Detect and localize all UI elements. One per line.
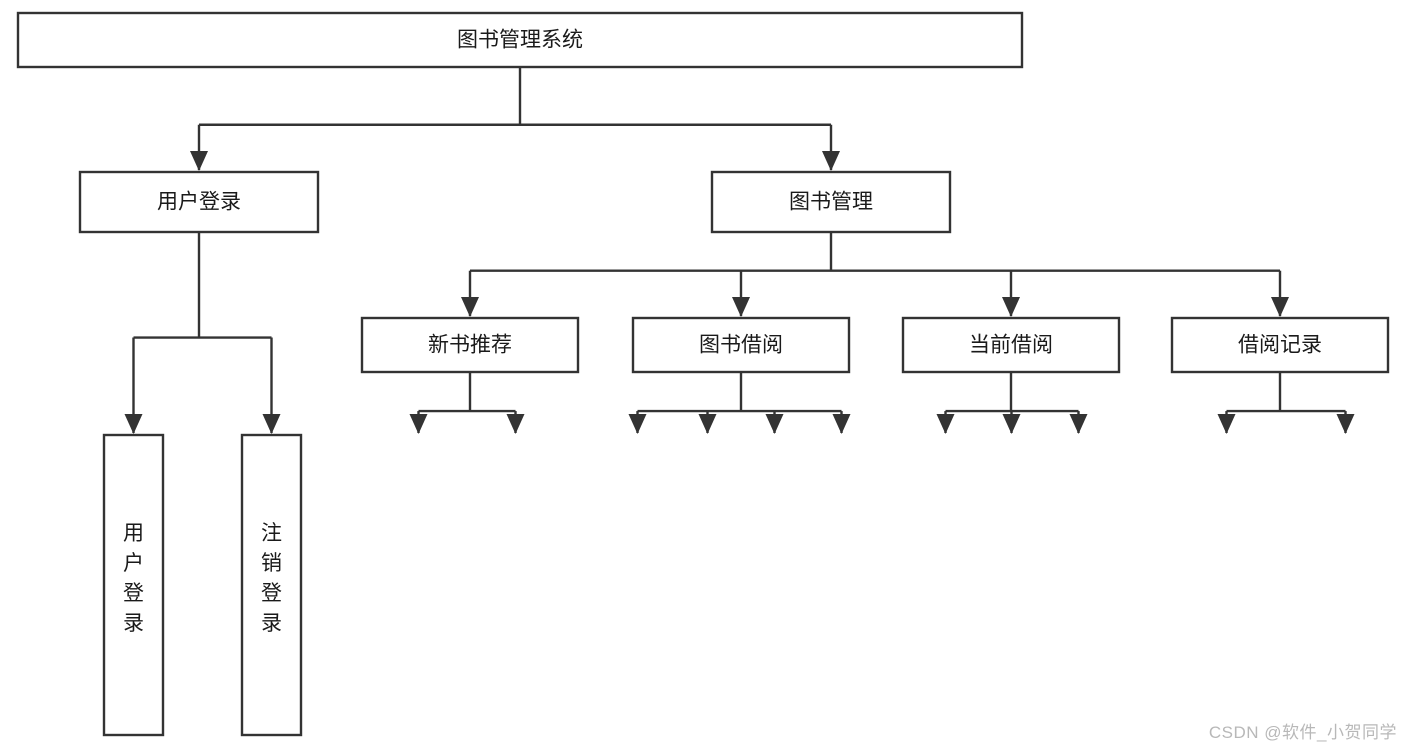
arrow-head-icon (1002, 297, 1020, 317)
node-label-current-borrow: 当前借阅 (969, 334, 1053, 357)
connector-layer (124, 67, 1355, 434)
node-box-user-logout (240, 433, 303, 737)
node-box-book-manage (710, 170, 952, 234)
arrow-head-icon (190, 151, 208, 171)
arrow-head-icon (732, 297, 750, 317)
arrow-head-icon (262, 414, 281, 434)
arrow-head-icon (461, 297, 479, 317)
node-label-user-logout: 注销登录 (261, 522, 282, 635)
node-label-root: 图书管理系统 (457, 29, 583, 52)
arrow-head-icon (1217, 414, 1236, 434)
node-book-borrow[interactable]: 图书借阅 (631, 316, 851, 374)
node-user-logout[interactable]: 注销登录 (240, 433, 303, 737)
node-label-book-manage: 图书管理 (789, 191, 873, 214)
node-box-user-login-do (102, 433, 165, 737)
node-user-login[interactable]: 用户登录 (78, 170, 320, 234)
arrow-head-icon (409, 414, 428, 434)
node-label-new-book-rec: 新书推荐 (428, 334, 512, 357)
arrow-head-icon (698, 414, 717, 434)
node-new-book-rec[interactable]: 新书推荐 (360, 316, 580, 374)
node-borrow-record[interactable]: 借阅记录 (1170, 316, 1390, 374)
node-label-book-borrow: 图书借阅 (699, 334, 783, 357)
node-layer: 图书管理系统用户登录用户登录注销登录图书管理新书推荐图书借阅当前借阅借阅记录 (16, 11, 1390, 737)
node-label-user-login: 用户登录 (157, 191, 241, 214)
arrow-head-icon (628, 414, 647, 434)
node-book-manage[interactable]: 图书管理 (710, 170, 952, 234)
arrow-head-icon (1069, 414, 1088, 434)
node-user-login-do[interactable]: 用户登录 (102, 433, 165, 737)
node-box-borrow-record (1170, 316, 1390, 374)
arrow-head-icon (832, 414, 851, 434)
arrow-head-icon (822, 151, 840, 171)
arrow-head-icon (1271, 297, 1289, 317)
node-box-book-borrow (631, 316, 851, 374)
csdn-watermark: CSDN @软件_小贺同学 (1208, 723, 1397, 742)
node-box-current-borrow (901, 316, 1121, 374)
arrow-head-icon (506, 414, 525, 434)
node-box-root (16, 11, 1024, 69)
node-label-borrow-record: 借阅记录 (1238, 334, 1322, 357)
arrow-head-icon (936, 414, 955, 434)
node-root[interactable]: 图书管理系统 (16, 11, 1024, 69)
node-current-borrow[interactable]: 当前借阅 (901, 316, 1121, 374)
arrow-head-icon (1336, 414, 1355, 434)
node-box-user-login (78, 170, 320, 234)
node-label-user-login-do: 用户登录 (123, 522, 144, 635)
arrow-head-icon (124, 414, 143, 434)
arrow-head-icon (765, 414, 784, 434)
arrow-head-icon (1002, 414, 1021, 434)
node-box-new-book-rec (360, 316, 580, 374)
